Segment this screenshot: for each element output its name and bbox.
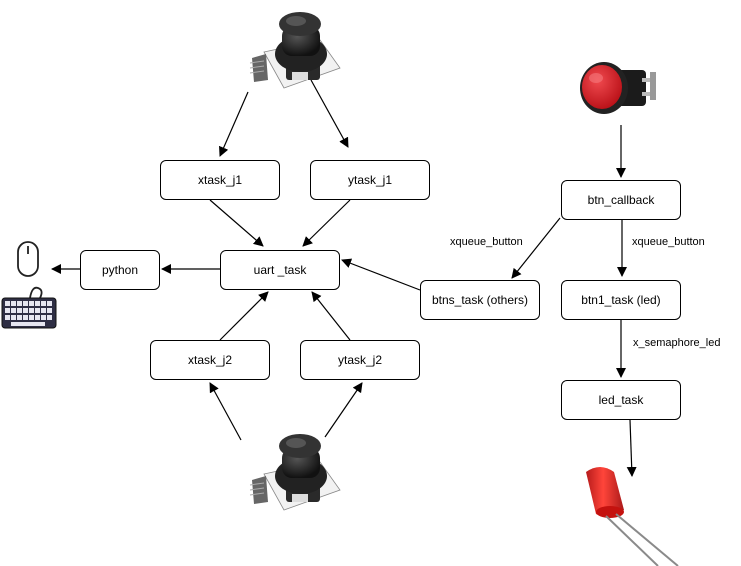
arrow-xtask1-uart bbox=[209, 199, 264, 247]
node-xtask-j1[interactable]: xtask_j1 bbox=[160, 160, 280, 200]
node-ytask-j1[interactable]: ytask_j1 bbox=[310, 160, 430, 200]
joystick-bottom-icon bbox=[249, 434, 341, 511]
node-label: btn1_task (led) bbox=[581, 293, 661, 307]
push-button-icon bbox=[580, 62, 656, 114]
node-label: uart _task bbox=[253, 263, 307, 277]
arrow-led-task-led bbox=[626, 419, 637, 477]
node-btn1-task[interactable]: btn1_task (led) bbox=[561, 280, 681, 320]
node-label: xtask_j1 bbox=[197, 173, 243, 187]
arrow-xtask2-uart bbox=[219, 291, 269, 341]
mouse-icon bbox=[17, 241, 39, 277]
node-btn-callback[interactable]: btn_callback bbox=[561, 180, 681, 220]
node-label: led_task bbox=[598, 393, 644, 407]
arrows bbox=[51, 79, 637, 477]
node-label: python bbox=[101, 263, 139, 277]
node-python[interactable]: python bbox=[80, 250, 160, 290]
node-ytask-j2[interactable]: ytask_j2 bbox=[300, 340, 420, 380]
keyboard-icon bbox=[1, 286, 57, 329]
node-led-task[interactable]: led_task bbox=[561, 380, 681, 420]
arrow-joystick2-ytask2 bbox=[324, 382, 363, 438]
node-label: btn_callback bbox=[587, 193, 655, 207]
node-label: xtask_j2 bbox=[187, 353, 233, 367]
arrow-joystick1-xtask1 bbox=[219, 91, 249, 157]
node-btns-task[interactable]: btns_task (others) bbox=[420, 280, 540, 320]
node-label: btns_task (others) bbox=[431, 293, 529, 307]
arrow-joystick1-ytask1 bbox=[310, 79, 349, 148]
arrow-callback-btns bbox=[511, 217, 561, 279]
arrow-ytask1-uart bbox=[302, 199, 351, 247]
arrow-ytask2-uart bbox=[311, 291, 351, 341]
arrow-btns-uart bbox=[341, 258, 421, 291]
edge-label-x-semaphore-led: x_semaphore_led bbox=[633, 337, 721, 349]
joystick-top-icon bbox=[249, 12, 341, 89]
node-uart-task[interactable]: uart _task bbox=[220, 250, 340, 290]
arrow-joystick2-xtask2 bbox=[209, 382, 242, 441]
node-label: ytask_j2 bbox=[337, 353, 383, 367]
edge-label-xqueue-button-right: xqueue_button bbox=[632, 236, 705, 248]
node-xtask-j2[interactable]: xtask_j2 bbox=[150, 340, 270, 380]
node-label: ytask_j1 bbox=[347, 173, 393, 187]
red-led-icon bbox=[586, 467, 679, 566]
edge-label-xqueue-button-left: xqueue_button bbox=[450, 236, 523, 248]
